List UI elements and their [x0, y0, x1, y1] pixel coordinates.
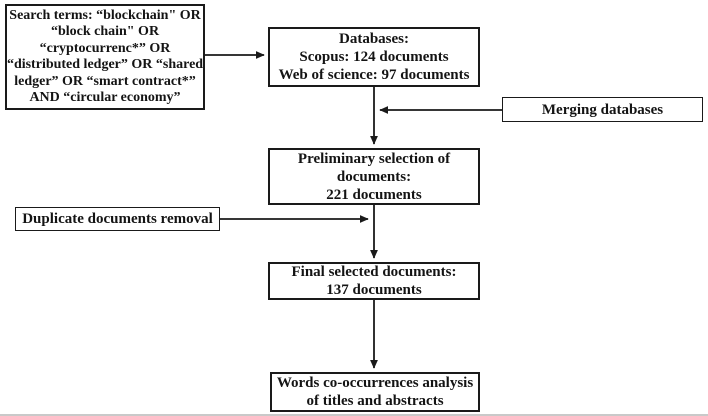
figure-bottom-edge — [0, 414, 708, 416]
databases-text: Databases: Scopus: 124 documents Web of … — [278, 31, 470, 83]
databases-box: Databases: Scopus: 124 documents Web of … — [268, 27, 480, 87]
merging-databases-box: Merging databases — [502, 97, 703, 122]
duplicate-removal-box: Duplicate documents removal — [15, 207, 220, 231]
final-selected-box: Final selected documents: 137 documents — [268, 262, 480, 300]
preliminary-selection-box: Preliminary selection of documents: 221 … — [268, 148, 480, 205]
words-cooccurrence-text: Words co-occurrences analysis of titles … — [276, 375, 474, 409]
search-terms-text: Search terms: “blockchain" OR “block cha… — [6, 7, 204, 106]
search-terms-box: Search terms: “blockchain" OR “block cha… — [5, 4, 205, 110]
words-cooccurrence-box: Words co-occurrences analysis of titles … — [270, 372, 480, 412]
duplicate-removal-text: Duplicate documents removal — [22, 211, 213, 227]
merging-databases-text: Merging databases — [541, 101, 664, 118]
final-selected-text: Final selected documents: 137 documents — [291, 264, 457, 298]
preliminary-selection-text: Preliminary selection of documents: 221 … — [297, 150, 451, 203]
